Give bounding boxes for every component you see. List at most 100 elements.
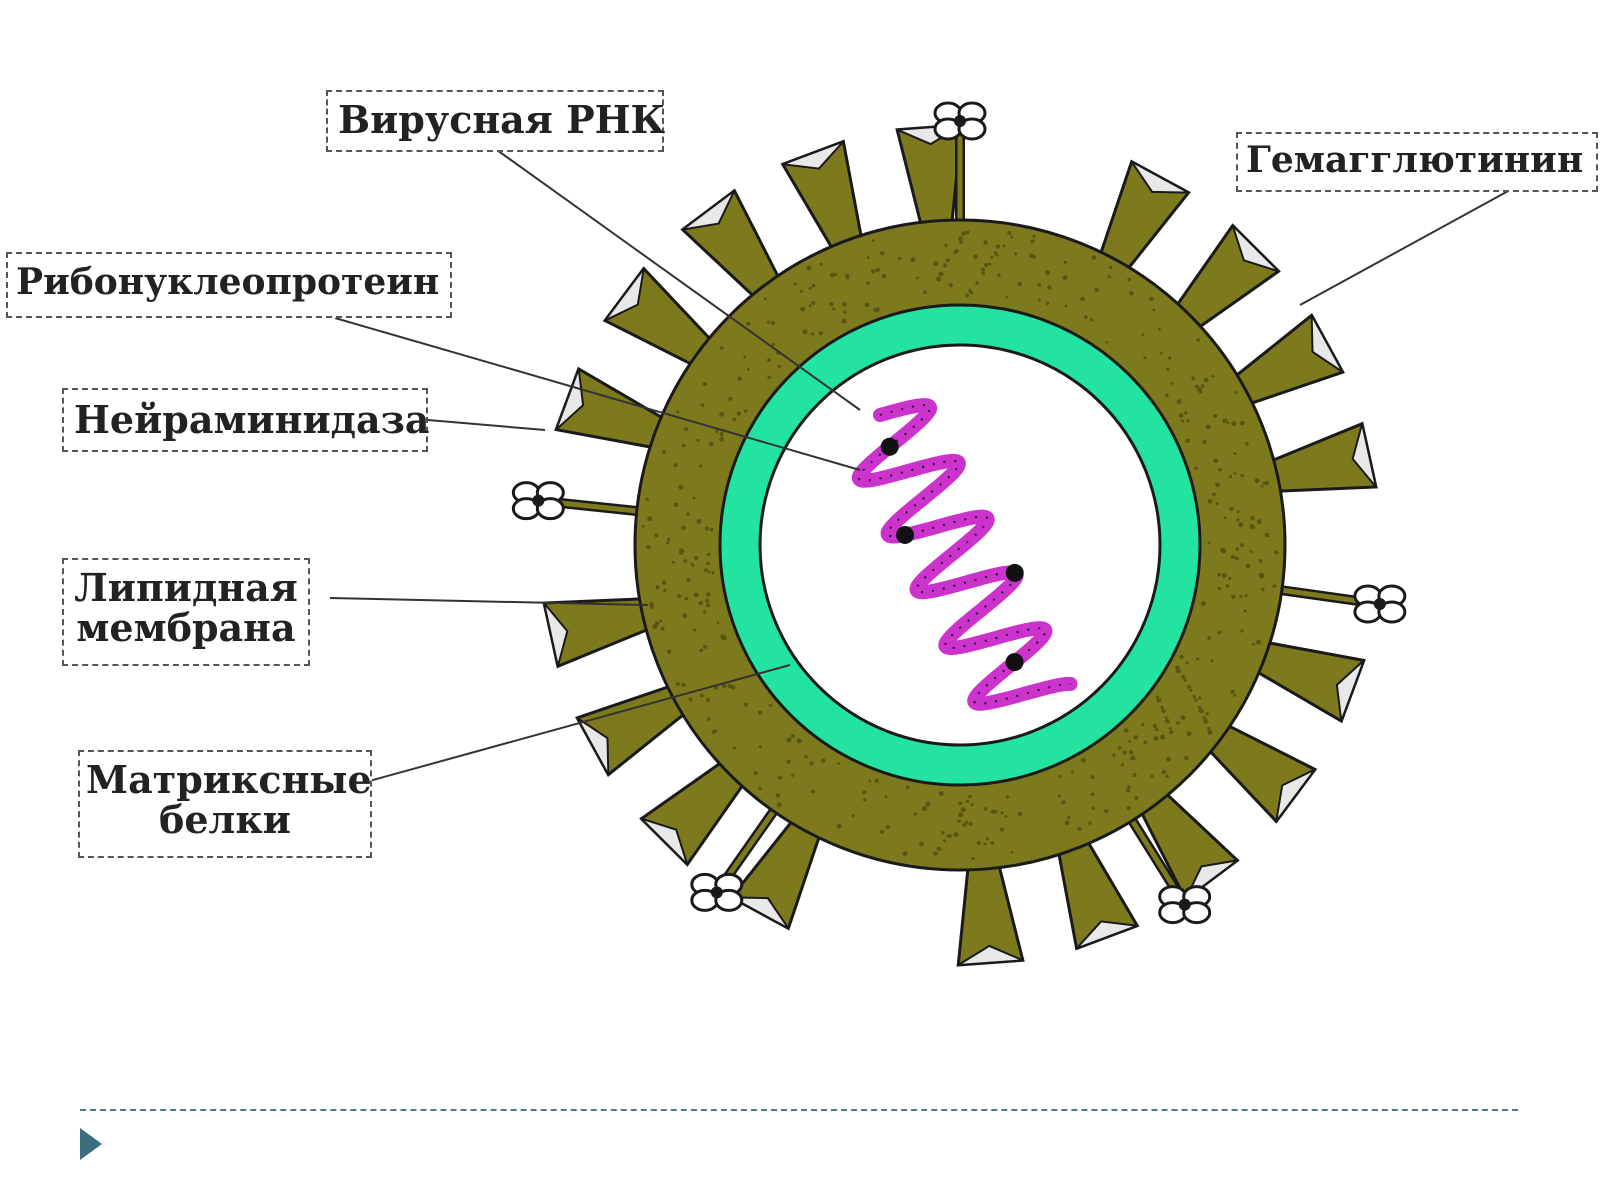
speckle [1176,721,1180,726]
speckle [1107,275,1111,279]
speckle [1196,338,1201,342]
speckle [1122,750,1127,755]
hemagglutinin-spikes [542,123,1378,967]
speckle [837,762,841,766]
speckle [1198,708,1204,714]
spike-tip [1184,859,1238,901]
leader-matrix-proteins [361,664,791,784]
speckle [1249,550,1253,554]
speckle [1251,642,1255,646]
speckle [1260,484,1264,488]
speckle [1032,234,1036,238]
speckle [790,734,795,738]
speckle [796,738,802,744]
spike-tip [1075,920,1138,950]
speckle [705,592,711,597]
speckle [1234,556,1239,561]
speckle [871,239,875,243]
neuraminidase-head-lobe [1182,901,1212,925]
speckle [1161,769,1167,775]
speckle [1184,411,1188,415]
speckle [997,273,1001,278]
speckle [811,300,816,305]
speckle [1203,377,1209,383]
speckle [1141,333,1145,337]
footer-divider [80,1109,1518,1111]
spike-tip [1130,160,1190,194]
speckle [721,635,727,641]
speckle [1017,282,1022,287]
speckle [1213,413,1218,418]
speckle [1210,659,1214,663]
speckle [1254,478,1260,484]
speckle [707,570,711,574]
speckle [836,823,842,829]
speckle [1091,255,1097,260]
speckle [1112,753,1116,757]
speckle [1272,584,1277,588]
speckle [1117,746,1122,750]
speckle [702,610,707,614]
speckle [1152,308,1156,312]
speckle [1064,304,1068,308]
speckle [983,240,988,245]
label-lipid-membrane-line1: Липидная [74,565,298,610]
speckle [943,263,948,268]
speckle [941,830,945,835]
speckle [649,601,654,607]
speckle [844,273,850,278]
viral-rna-coil [851,398,1078,711]
speckle [1259,573,1265,579]
speckle [690,562,694,566]
speckle [1077,826,1082,831]
spike-tip [1335,659,1365,722]
speckle [1176,399,1182,405]
speckle [829,301,834,307]
speckle [793,282,797,286]
speckle [999,827,1005,832]
rna-node [1005,653,1024,672]
speckle [716,621,720,625]
rna-node [896,525,915,544]
speckle [758,744,763,749]
speckle [1255,639,1261,645]
speckle [692,628,697,632]
speckle [923,290,927,295]
speckle [938,271,944,277]
speckle [958,812,964,818]
speckle [1197,387,1203,393]
speckle [1037,283,1042,287]
speckle [778,775,783,780]
speckle [1200,384,1205,388]
speckle [1231,421,1237,427]
neuraminidase-stem-fill [551,499,643,515]
speckle [868,779,872,783]
speckle [938,791,944,797]
speckle [1240,473,1245,478]
leader-hemagglutinin [1299,189,1511,306]
speckle [954,249,959,254]
speckle [811,283,816,288]
speckle [808,304,812,308]
speckle [1156,698,1162,703]
speckle [1256,519,1262,525]
speckle [1125,788,1131,793]
speckle [862,790,867,795]
neuraminidase-head-lobe [535,497,565,521]
speckle [1215,502,1219,506]
speckle [1168,356,1172,360]
neuraminidase-stem-fill [1276,587,1367,605]
speckle [1061,800,1066,805]
speckle [802,329,808,335]
speckle [1196,657,1200,661]
speckle [1215,482,1221,488]
speckle [973,254,978,259]
speckle [1105,340,1109,344]
speckle [1239,420,1245,426]
speckle [874,778,879,783]
speckle [944,243,948,247]
speckle [818,331,823,336]
speckle [1244,441,1249,446]
speckle [986,837,990,841]
